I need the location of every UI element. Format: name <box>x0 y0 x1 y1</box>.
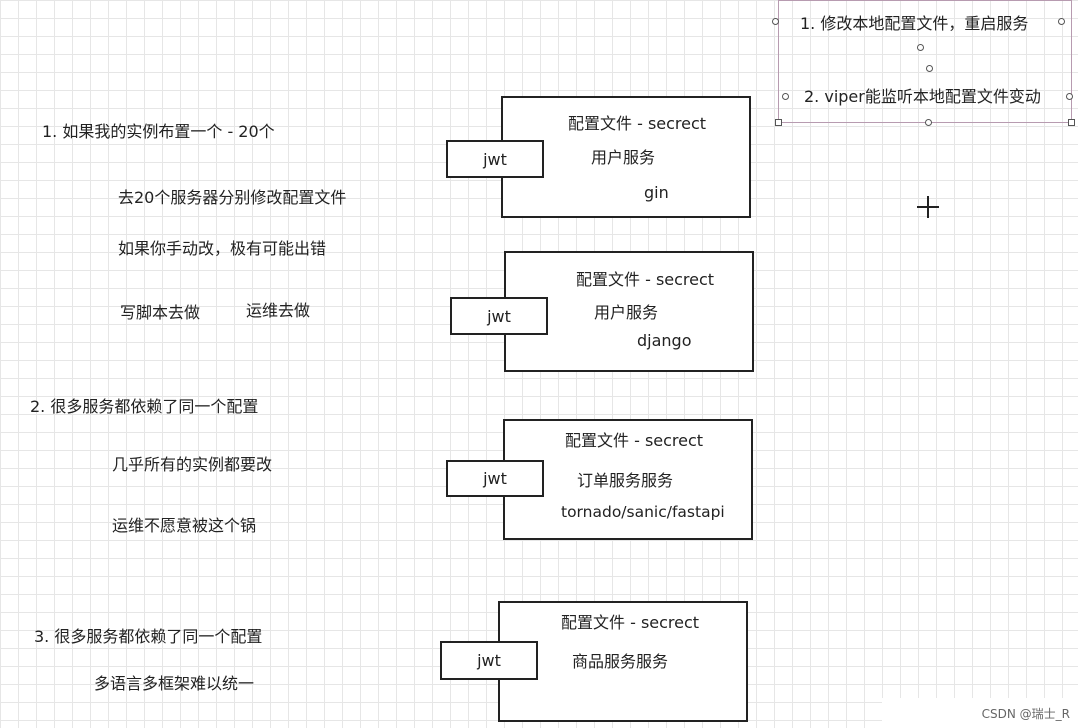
resize-handle[interactable] <box>772 18 779 25</box>
note-3a: 多语言多框架难以统一 <box>94 674 255 693</box>
crosshair-cursor-icon <box>927 196 929 218</box>
note-1a: 去20个服务器分别修改配置文件 <box>118 188 347 207</box>
note-1: 1. 如果我的实例布置一个 - 20个 <box>42 122 275 141</box>
selected-note-line1[interactable]: 1. 修改本地配置文件，重启服务 <box>800 14 1029 33</box>
jwt-label: jwt <box>483 149 507 169</box>
jwt-label: jwt <box>477 651 501 670</box>
service-box-4[interactable] <box>498 601 748 722</box>
jwt-label: jwt <box>487 306 511 326</box>
config-label-1: 配置文件 - secrect <box>568 114 707 133</box>
config-label-4: 配置文件 - secrect <box>561 613 700 632</box>
note-1c: 写脚本去做 <box>120 303 201 322</box>
selected-note-line2[interactable]: 2. viper能监听本地配置文件变动 <box>804 87 1041 106</box>
jwt-box-4[interactable]: jwt <box>440 641 538 680</box>
jwt-box-3[interactable]: jwt <box>446 460 544 497</box>
note-2: 2. 很多服务都依赖了同一个配置 <box>30 397 259 416</box>
note-1d: 运维去做 <box>246 301 311 320</box>
jwt-label: jwt <box>483 469 507 488</box>
resize-handle[interactable] <box>782 93 789 100</box>
resize-handle[interactable] <box>775 119 782 126</box>
framework-label-1: gin <box>644 183 669 202</box>
resize-handle[interactable] <box>1058 18 1065 25</box>
service-box-3[interactable] <box>503 419 753 540</box>
service-label-2: 用户服务 <box>594 303 659 322</box>
config-label-2: 配置文件 - secrect <box>576 270 715 289</box>
watermark-text: CSDN @瑞士_R <box>981 706 1070 721</box>
service-label-1: 用户服务 <box>591 148 656 167</box>
resize-handle[interactable] <box>1066 93 1073 100</box>
service-label-4: 商品服务服务 <box>572 652 669 671</box>
jwt-box-2[interactable]: jwt <box>450 297 548 335</box>
config-label-3: 配置文件 - secrect <box>565 431 704 450</box>
resize-handle[interactable] <box>925 119 932 126</box>
resize-handle[interactable] <box>1068 119 1075 126</box>
framework-label-3: tornado/sanic/fastapi <box>561 503 725 521</box>
note-3: 3. 很多服务都依赖了同一个配置 <box>34 627 263 646</box>
watermark: CSDN @瑞士_R <box>882 698 1078 728</box>
note-2b: 运维不愿意被这个锅 <box>112 516 257 535</box>
framework-label-2: django <box>637 331 692 350</box>
note-2a: 几乎所有的实例都要改 <box>112 455 273 474</box>
resize-handle[interactable] <box>917 44 924 51</box>
service-label-3: 订单服务服务 <box>577 471 674 490</box>
note-1b: 如果你手动改，极有可能出错 <box>118 239 327 258</box>
jwt-box-1[interactable]: jwt <box>446 140 544 178</box>
rotate-handle[interactable] <box>926 65 933 72</box>
